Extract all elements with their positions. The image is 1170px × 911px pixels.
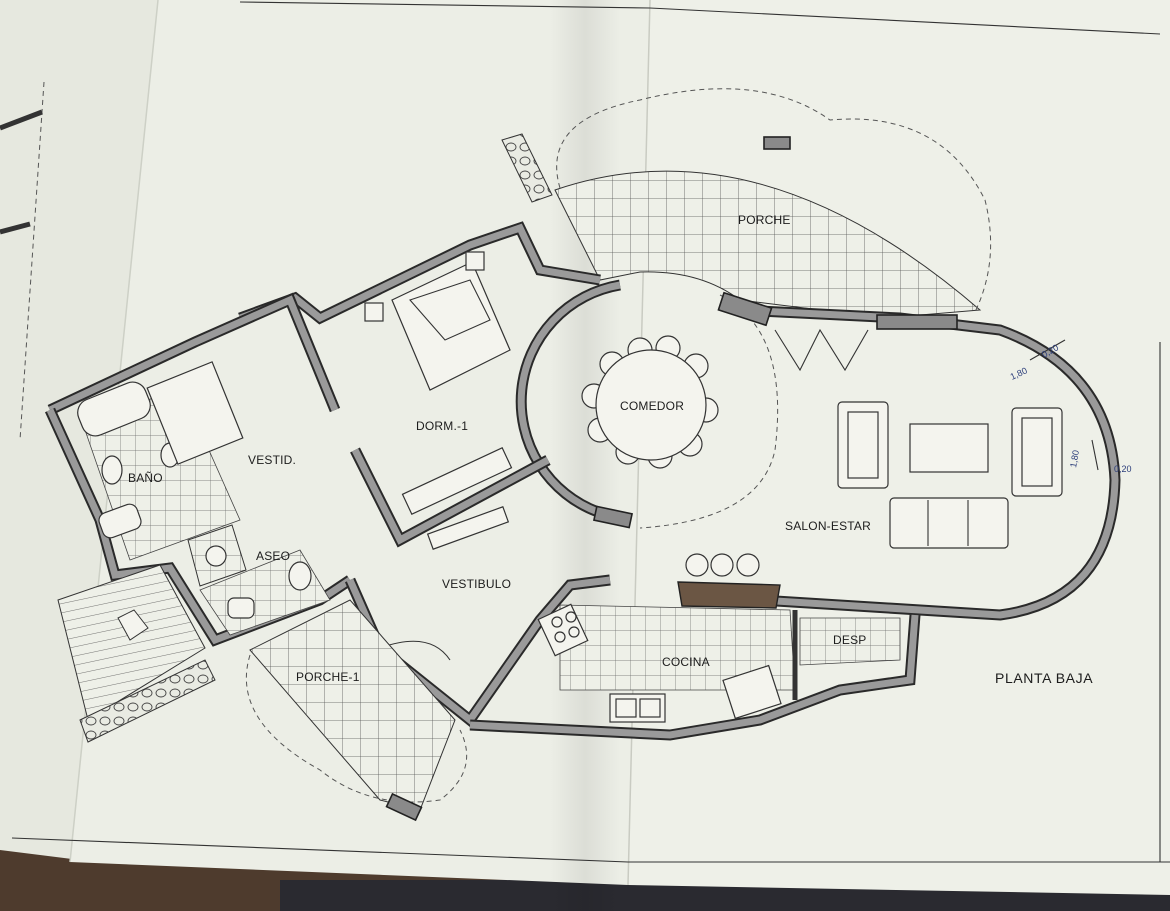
dim-4: 0,20 [1114, 464, 1132, 474]
salon-glass-doors [774, 328, 869, 372]
left-margin-dash [19, 81, 45, 441]
stone-strip-top [501, 133, 553, 203]
cooktop-burners [551, 611, 580, 643]
dorm-bottom-wall-fill [351, 448, 550, 545]
deck-area [57, 564, 206, 721]
dim-line-top [1029, 339, 1066, 361]
comedor-curved-wall-fill [517, 281, 621, 516]
label-vestibulo: VESTIBULO [442, 577, 511, 591]
label-cocina: COCINA [662, 655, 710, 669]
bathtub [77, 381, 151, 437]
label-comedor: COMEDOR [620, 399, 684, 413]
comedor-wall-stub [592, 505, 634, 529]
plan-title: PLANTA BAJA [995, 670, 1093, 686]
bano-sink [98, 503, 142, 539]
frame-bottom [11, 837, 1170, 863]
dorm-wardrobe [401, 446, 513, 516]
cocina-outer-wall-fill [469, 614, 919, 739]
kitchen-island [677, 553, 781, 609]
left-stub-1 [0, 109, 43, 131]
porche-post [763, 136, 791, 150]
porche1-floor [249, 599, 456, 811]
porche-canopy-outline [556, 88, 992, 313]
desp-floor [799, 617, 901, 666]
label-porche: PORCHE [738, 213, 791, 227]
toilet [101, 455, 123, 485]
vestibulo-console [426, 506, 510, 550]
nightstand-left [364, 302, 384, 322]
comedor-floor-outline [639, 294, 779, 529]
left-stub-2 [0, 221, 31, 235]
shower-drain [205, 545, 227, 567]
vestid-closet [146, 361, 244, 465]
salon-wall-stub [876, 314, 958, 330]
nightstand-right [465, 251, 485, 271]
salon-wall-corner [717, 291, 773, 327]
sofa-bottom [889, 497, 1009, 549]
salon-outer-wall-fill [739, 306, 1119, 619]
aseo-toilet [227, 597, 255, 619]
bath-top-wall-fill [48, 295, 339, 414]
porche-floor [554, 170, 982, 319]
coffee-table [909, 423, 989, 473]
porche1-canopy-outline [245, 654, 468, 803]
dining-set [581, 335, 719, 469]
aseo-sink [288, 561, 312, 591]
label-aseo: ASEO [256, 549, 290, 563]
label-vestid: VESTID. [248, 453, 296, 467]
frame-top [239, 1, 1161, 35]
label-porche-1: PORCHE-1 [296, 670, 360, 684]
entry-arrow-icon [117, 609, 149, 641]
stone-strip-bottom [79, 659, 216, 743]
label-salon-estar: SALON-ESTAR [785, 519, 871, 533]
dim-3: 1,80 [1068, 449, 1081, 468]
porche1-post [385, 792, 423, 822]
living-furniture [837, 401, 1063, 549]
label-dorm-1: DORM.-1 [416, 419, 468, 433]
label-desp: DESP [833, 633, 866, 647]
label-bano: BAÑO [128, 471, 163, 485]
bed-frame [391, 261, 511, 391]
dim-line-right [1091, 439, 1099, 471]
kitchen-appliance [722, 664, 782, 720]
bed [364, 251, 511, 391]
dining-table [595, 349, 707, 461]
